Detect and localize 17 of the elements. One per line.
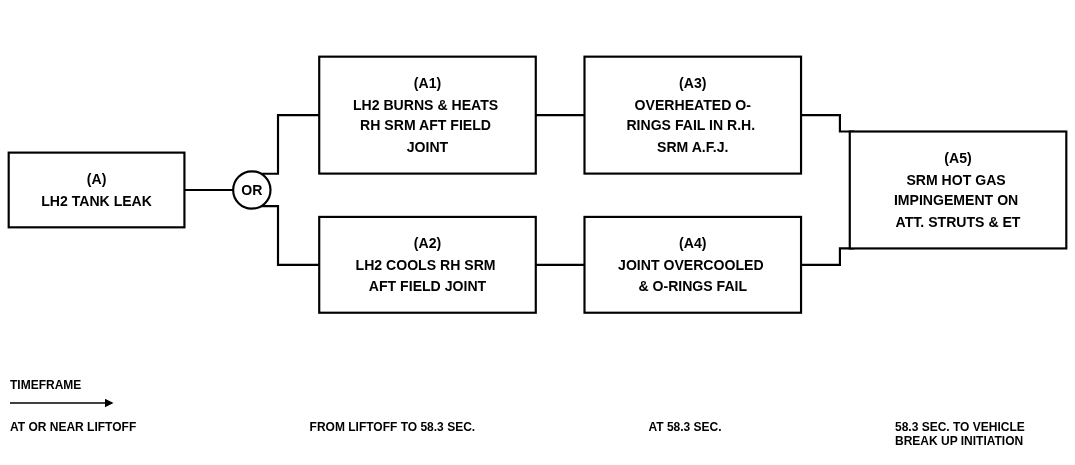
- node-box: (A2) LH2 COOLS RH SRM AFT FIELD JOINT: [318, 216, 537, 315]
- node-box: (A4) JOINT OVERCOOLED & O-RINGS FAIL: [583, 216, 803, 315]
- connector: [261, 205, 320, 267]
- timeframe-label: 58.3 SEC. TO VEHICLE BREAK UP INITIATION: [894, 420, 1026, 448]
- node-circle: OR: [232, 170, 272, 211]
- timeframe-label: AT 58.3 SEC.: [648, 420, 722, 436]
- timeframe-label: AT OR NEAR LIFTOFF: [10, 420, 137, 436]
- node-box: (A3) OVERHEATED O-RINGS FAIL IN R.H. SRM A.F.J.: [583, 55, 803, 175]
- timeframe-heading: TIMEFRAME: [10, 378, 82, 392]
- node-box: (A1) LH2 BURNS & HEATS RH SRM AFT FIELD JOINT: [318, 55, 537, 175]
- connector: [184, 189, 234, 192]
- timeframe-label: FROM LIFTOFF TO 58.3 SEC.: [309, 420, 476, 436]
- node-box: (A) LH2 TANK LEAK: [7, 151, 186, 229]
- node-box: (A5) SRM HOT GAS IMPINGEMENT ON ATT. STRUTS & ET: [848, 130, 1068, 250]
- connector: [535, 114, 585, 117]
- connector: [535, 264, 585, 267]
- connector: [261, 114, 320, 176]
